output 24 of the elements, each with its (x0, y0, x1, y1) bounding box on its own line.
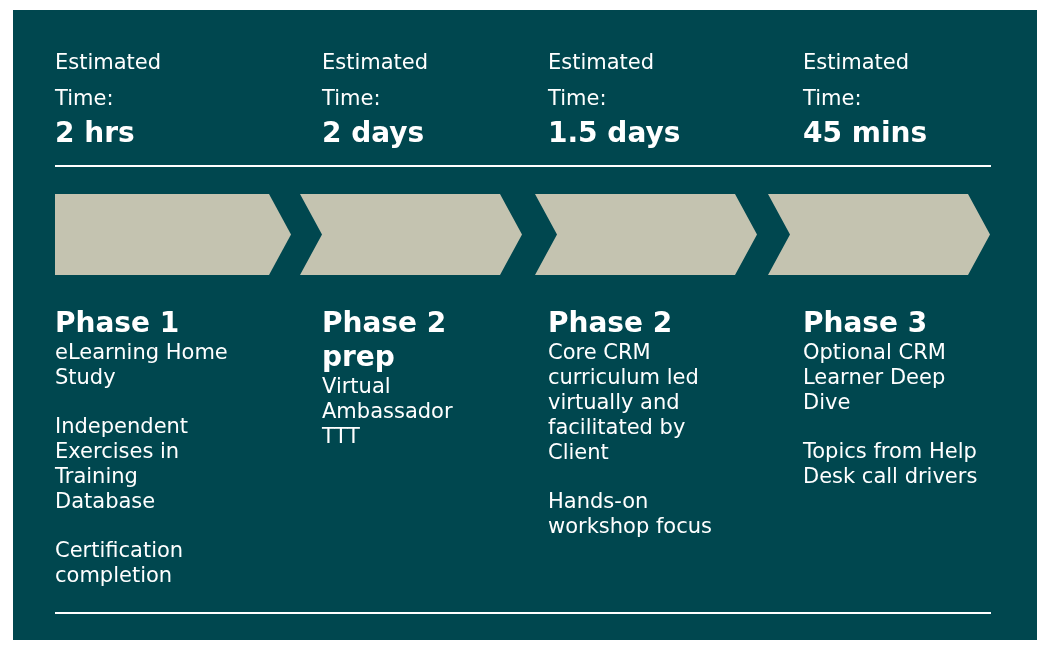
time-label: Estimated Time: (803, 49, 911, 112)
phase-description: Optional CRM Learner Deep Dive (803, 340, 947, 415)
phase-heading: Phase 2 prep (322, 306, 448, 374)
time-label: Estimated Time: (322, 49, 430, 112)
phase-description: Independent Exercises in Training Database (55, 414, 190, 514)
duration-text: 2 days (322, 116, 426, 150)
phase-step-shape (55, 194, 291, 275)
phase-heading: Phase 3 (803, 306, 929, 340)
duration-text: 45 mins (803, 116, 929, 150)
phase-heading: Phase 1 (55, 306, 181, 340)
phase-description: Topics from Help Desk call drivers (803, 439, 978, 489)
phase-description: Core CRM curriculum led virtually and facilitated by Client (548, 340, 700, 465)
duration-text: 2 hrs (55, 116, 136, 150)
phase-heading: Phase 2 (548, 306, 674, 340)
phase-description: Hands-on workshop focus (548, 489, 713, 539)
phase-description: Virtual Ambassador TTT (322, 374, 454, 449)
phase-description: Certification completion (55, 538, 185, 588)
phase-step-shape (768, 194, 990, 275)
time-label: Estimated Time: (548, 49, 656, 112)
phase-step-shape (535, 194, 757, 275)
phase-description: eLearning Home Study (55, 340, 229, 390)
phase-step-shape (300, 194, 522, 275)
duration-text: 1.5 days (548, 116, 682, 150)
time-label: Estimated Time: (55, 49, 163, 112)
